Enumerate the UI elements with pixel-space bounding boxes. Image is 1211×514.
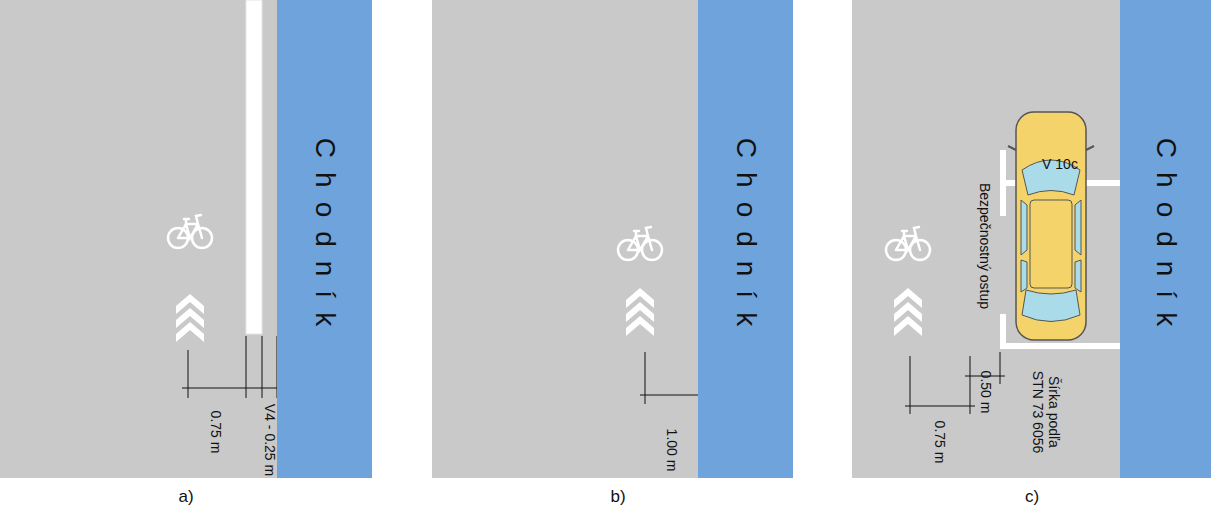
bicycle-symbol bbox=[886, 227, 930, 260]
note-label: Bezpečnostný ostup bbox=[977, 183, 993, 309]
dimension-label: 0.75 m bbox=[932, 421, 948, 464]
sidewalk-label: Chodník bbox=[1150, 138, 1182, 340]
panel-letter: c) bbox=[1025, 487, 1039, 507]
panel-letter: a) bbox=[178, 487, 193, 507]
dimension-label: 0.50 m bbox=[978, 371, 994, 414]
marking-code: V 10c bbox=[1042, 156, 1078, 172]
sidewalk-label: Chodník bbox=[730, 138, 762, 340]
chevron-symbol bbox=[626, 288, 654, 336]
dimension-label: V4 - 0.25 m bbox=[262, 404, 278, 476]
dimension-label: 0.75 m bbox=[208, 411, 224, 454]
sidewalk-band: Chodník bbox=[1120, 0, 1211, 478]
roadway bbox=[0, 0, 277, 478]
panel-letter: b) bbox=[610, 487, 625, 507]
chevron-symbol bbox=[894, 288, 922, 336]
sidewalk-label: Chodník bbox=[309, 138, 341, 340]
dimension-lines bbox=[905, 352, 1005, 414]
roadway bbox=[432, 0, 698, 478]
chevron-symbol bbox=[176, 294, 204, 342]
sidewalk-band: Chodník bbox=[277, 0, 372, 478]
dimension-lines bbox=[182, 336, 277, 398]
note-label: Šírka podľa STN 73 6056 bbox=[1030, 364, 1062, 460]
dimension-lines bbox=[640, 352, 705, 404]
car bbox=[1008, 112, 1094, 340]
lane-line-v4 bbox=[246, 0, 262, 334]
bicycle-symbol bbox=[618, 227, 662, 260]
bicycle-symbol bbox=[168, 215, 212, 248]
roadway bbox=[852, 0, 1120, 478]
dimension-label: 1.00 m bbox=[664, 429, 680, 472]
sidewalk-band: Chodník bbox=[698, 0, 793, 478]
